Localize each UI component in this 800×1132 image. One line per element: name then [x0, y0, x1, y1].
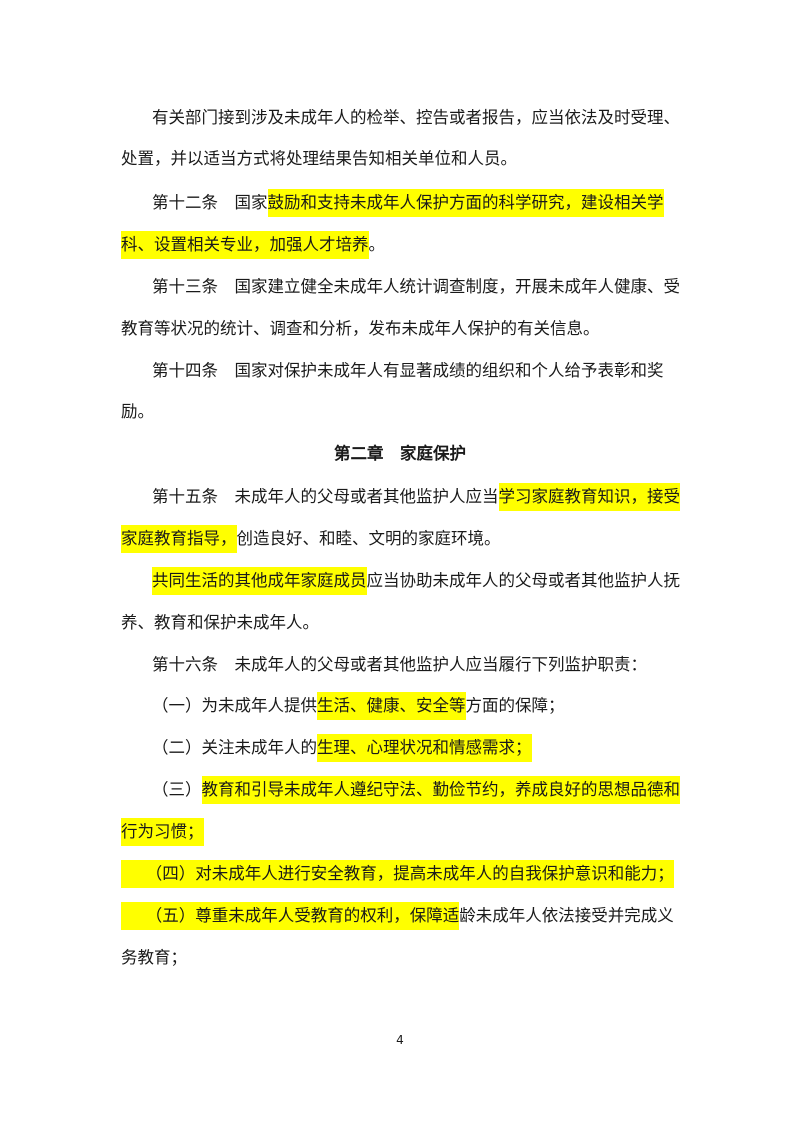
paragraph-line: 共同生活的其他成年家庭成员应当协助未成年人的父母或者其他监护人抚	[152, 567, 800, 595]
highlighted-text: 鼓励和支持未成年人保护方面的科学研究，建设相关学	[267, 189, 664, 217]
list-item-5: （五）尊重未成年人受教育的权利，保障适龄未成年人依法接受并完成义	[121, 902, 800, 930]
text-segment: 第十四条 国家对保护未成年人有显著成绩的组织和个人给予表彰和奖	[152, 361, 664, 380]
text-segment: 第十五条 未成年人的父母或者其他监护人应当	[152, 487, 499, 506]
paragraph-line: 有关部门接到涉及未成年人的检举、控告或者报告，应当依法及时受理、	[152, 104, 800, 132]
list-item-3: （三）教育和引导未成年人遵纪守法、勤俭节约，养成良好的思想品德和	[152, 776, 800, 804]
highlighted-text: 行为习惯；	[121, 818, 204, 846]
text-segment: 创造良好、和睦、文明的家庭环境。	[236, 529, 501, 548]
text-segment: （二）关注未成年人的	[152, 738, 317, 757]
text-segment: 有关部门接到涉及未成年人的检举、控告或者报告，应当依法及时受理、	[152, 108, 680, 127]
paragraph-line: 行为习惯；	[121, 818, 800, 846]
text-segment: 龄未成年人依法接受并完成义	[459, 906, 674, 925]
text-segment: 第二章 家庭保护	[334, 444, 466, 463]
text-segment: 处置，并以适当方式将处理结果告知相关单位和人员。	[121, 149, 517, 168]
text-segment: （一）为未成年人提供	[152, 696, 317, 715]
paragraph-line: 养、教育和保护未成年人。	[121, 609, 800, 637]
paragraph-line: 科、设置相关专业，加强人才培养。	[121, 231, 800, 259]
paragraph-line: 务教育；	[121, 944, 800, 972]
page-number: 4	[396, 1033, 404, 1047]
highlighted-text: 教育和引导未成年人遵纪守法、勤俭节约，养成良好的思想品德和	[201, 776, 680, 804]
highlighted-text: （五）尊重未成年人受教育的权利，保障适	[121, 902, 460, 930]
text-segment: 第十三条 国家建立健全未成年人统计调查制度，开展未成年人健康、受	[152, 277, 680, 296]
text-segment: 第十六条 未成年人的父母或者其他监护人应当履行下列监护职责：	[152, 655, 647, 674]
text-segment: （三）	[152, 780, 202, 799]
list-item-4: （四）对未成年人进行安全教育，提高未成年人的自我保护意识和能力；	[121, 860, 800, 888]
article-14-line: 第十四条 国家对保护未成年人有显著成绩的组织和个人给予表彰和奖	[152, 357, 800, 385]
article-15-line: 第十五条 未成年人的父母或者其他监护人应当学习家庭教育知识，接受	[152, 483, 800, 511]
article-12-line: 第十二条 国家鼓励和支持未成年人保护方面的科学研究，建设相关学	[152, 189, 800, 217]
paragraph-line: 处置，并以适当方式将处理结果告知相关单位和人员。	[121, 145, 800, 173]
highlighted-text: 科、设置相关专业，加强人才培养	[121, 231, 369, 259]
highlighted-text: 共同生活的其他成年家庭成员	[152, 567, 367, 595]
text-segment: 。	[368, 235, 386, 254]
text-segment: 务教育；	[121, 948, 187, 967]
list-item-1: （一）为未成年人提供生活、健康、安全等方面的保障；	[152, 692, 800, 720]
text-segment: 励。	[121, 402, 154, 421]
highlighted-text: 家庭教育指导，	[121, 525, 237, 553]
list-item-2: （二）关注未成年人的生理、心理状况和情感需求；	[152, 734, 800, 762]
highlighted-text: 学习家庭教育知识，接受	[498, 483, 680, 511]
paragraph-line: 教育等状况的统计、调查和分析，发布未成年人保护的有关信息。	[121, 315, 800, 343]
text-segment: 第十二条 国家	[152, 193, 268, 212]
paragraph-line: 家庭教育指导，创造良好、和睦、文明的家庭环境。	[121, 525, 800, 553]
text-segment: 教育等状况的统计、调查和分析，发布未成年人保护的有关信息。	[121, 319, 600, 338]
article-16-line: 第十六条 未成年人的父母或者其他监护人应当履行下列监护职责：	[152, 651, 800, 679]
chapter-heading: 第二章 家庭保护	[0, 440, 800, 468]
text-segment: 应当协助未成年人的父母或者其他监护人抚	[366, 571, 681, 590]
paragraph-line: 励。	[121, 398, 800, 426]
article-13-line: 第十三条 国家建立健全未成年人统计调查制度，开展未成年人健康、受	[152, 273, 800, 301]
highlighted-text: 生活、健康、安全等	[317, 692, 466, 720]
highlighted-text: 生理、心理状况和情感需求；	[317, 734, 532, 762]
highlighted-text: （四）对未成年人进行安全教育，提高未成年人的自我保护意识和能力；	[121, 860, 674, 888]
text-segment: 方面的保障；	[465, 696, 565, 715]
text-segment: 养、教育和保护未成年人。	[121, 613, 319, 632]
